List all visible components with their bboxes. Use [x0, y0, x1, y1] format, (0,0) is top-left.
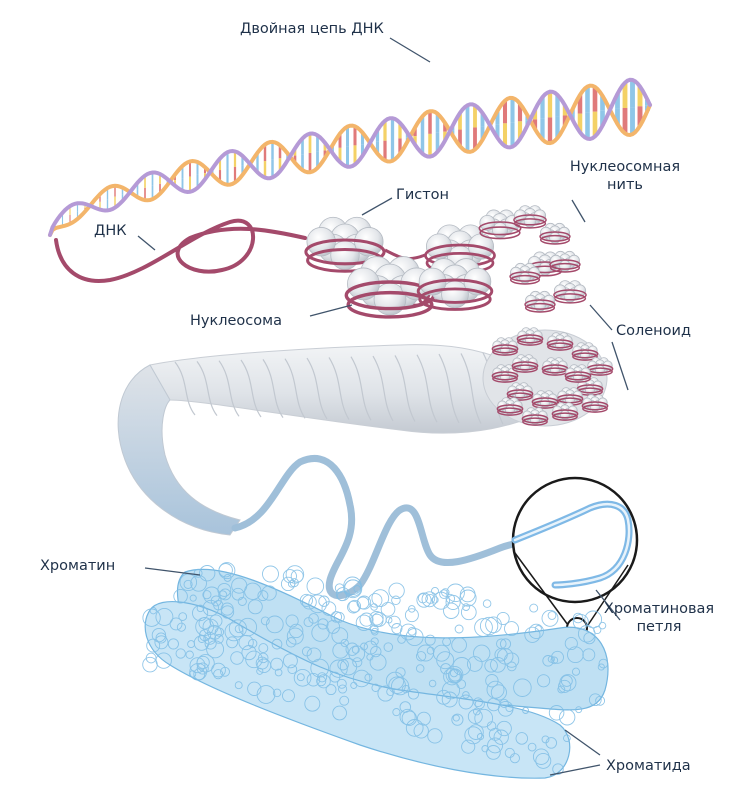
- label-chromatid: Хроматида: [606, 758, 691, 774]
- label-chromatin-loop-line2: петля: [636, 619, 682, 635]
- label-nucleosome-fiber-line2: нить: [607, 177, 643, 193]
- label-chromatin-loop-line1: Хроматиновая: [603, 601, 715, 617]
- label-double-helix: Двойная цепь ДНК: [240, 21, 384, 37]
- label-chromatin-loop: Хроматиновая петля: [584, 600, 734, 636]
- chromatin-loop-magnifier: [511, 476, 639, 639]
- double-helix: [48, 77, 652, 237]
- label-dna: ДНК: [94, 223, 127, 239]
- leader-lines: [137, 37, 629, 776]
- label-solenoid: Соленоид: [616, 323, 691, 339]
- label-chromatin: Хроматин: [40, 558, 116, 574]
- label-nucleosome-fiber: Нуклеосомная нить: [560, 158, 690, 194]
- solenoid-nucleosomes: [491, 327, 614, 426]
- label-nucleosome-fiber-line1: Нуклеосомная: [569, 159, 681, 175]
- chromosome: [142, 562, 609, 779]
- extended-fiber: [231, 455, 569, 600]
- label-nucleosome: Нуклеосома: [190, 313, 282, 329]
- dna-strand: [54, 218, 307, 283]
- label-histone: Гистон: [396, 187, 450, 203]
- nucleosome-clusters: [304, 205, 587, 319]
